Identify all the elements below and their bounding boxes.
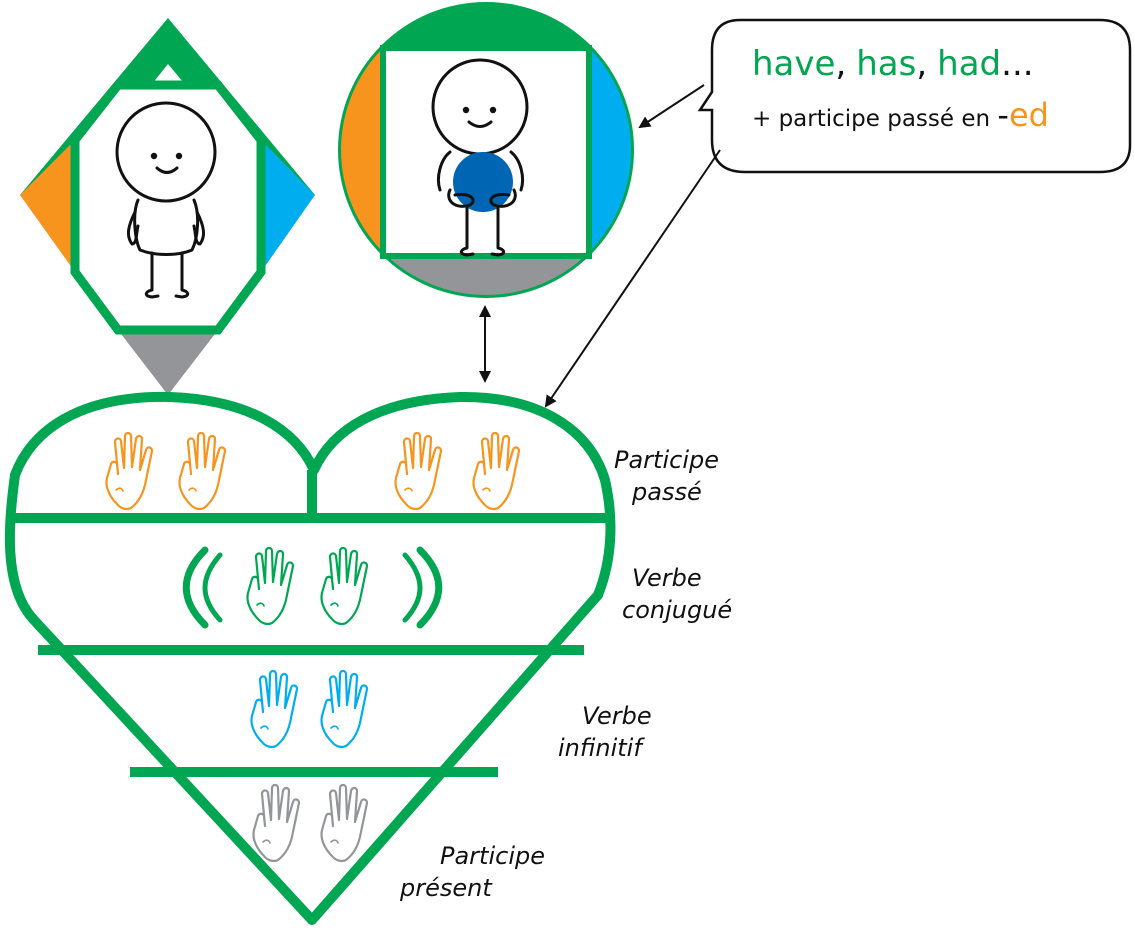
arrows	[479, 84, 721, 408]
parenthesis-close-icon	[416, 546, 443, 629]
hand-outline-icon	[250, 669, 299, 749]
parenthesis-open-icon	[202, 552, 223, 623]
hand-outline-icon	[320, 783, 369, 863]
comma: ,	[835, 44, 846, 84]
hand-outline-icon	[394, 431, 443, 511]
row-label-verbe-infinitif: Verbe infinitif	[558, 702, 659, 762]
stick-figure-holding-ball-icon	[431, 58, 529, 257]
parenthesis-open-icon	[182, 546, 209, 629]
arrow-bubble-to-circle	[638, 84, 705, 129]
hands-row-verbe-infinitif	[250, 669, 369, 749]
hand-outline-icon	[246, 546, 295, 626]
parenthesis-close-icon	[402, 552, 423, 623]
word-has: has	[856, 44, 916, 84]
hands-row-verbe-conjugue	[182, 546, 443, 629]
hand-outline-icon	[320, 669, 369, 749]
rule-suffix-ed: ed	[1009, 96, 1049, 134]
stick-figure-icon	[115, 101, 217, 299]
hands-row-participe-present	[252, 783, 369, 863]
bubble-line-2: + participe passé en -ed	[752, 96, 1049, 134]
hand-outline-icon	[320, 546, 369, 626]
row-label-verbe-conjugue: Verbe conjugué	[622, 564, 732, 624]
bubble-line-1: have,has,had...	[752, 44, 1034, 84]
heart-frame	[4, 391, 616, 925]
arrow-bubble-to-heart	[544, 149, 721, 408]
rule-dash: -	[997, 96, 1009, 134]
row-label-participe-passe: Participe passé	[614, 446, 727, 506]
ellipsis: ...	[1001, 44, 1033, 84]
word-had: had	[937, 44, 1001, 84]
participle-rule-text: + participe passé en	[752, 106, 997, 132]
speech-bubble: have,has,had... + participe passé en -ed	[697, 18, 1132, 174]
hand-outline-icon	[105, 431, 154, 511]
row-label-participe-present: Participe présent	[399, 842, 553, 902]
hand-outline-icon	[252, 783, 301, 863]
comma: ,	[916, 44, 927, 84]
word-have: have	[752, 44, 835, 84]
hand-outline-icon	[472, 431, 521, 511]
diamond-frame	[20, 18, 315, 395]
hand-outline-icon	[178, 431, 227, 511]
